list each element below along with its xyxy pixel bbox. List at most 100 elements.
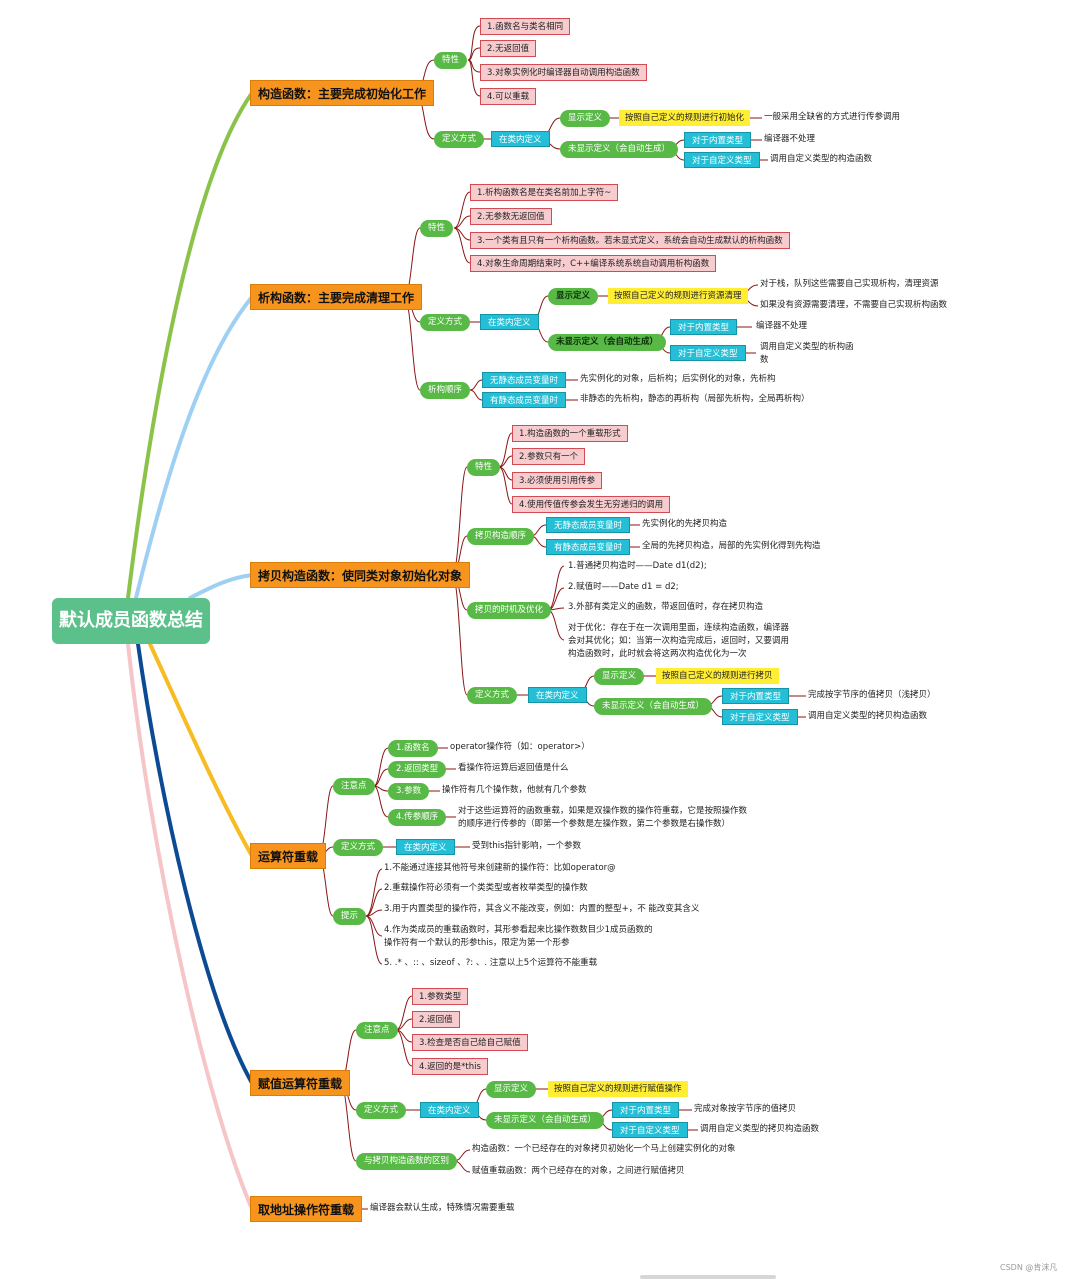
- s2-builtin-note: 编译器不处理: [756, 321, 808, 331]
- s1-explicit: 显示定义: [560, 110, 611, 127]
- s3-implicit: 未显示定义（会自动生成）: [594, 698, 713, 715]
- s2-order-node: 析构顺序: [420, 382, 471, 399]
- s3-feature-node: 特性: [467, 459, 501, 476]
- s2-in-class: 在类内定义: [480, 314, 539, 330]
- s1-feature-2: 2.无返回值: [480, 40, 537, 57]
- s2-explicit-note-1: 对于栈，队列这些需要自己实现析构，清理资源: [760, 279, 939, 289]
- s5-builtin-note: 完成对象按字节序的值拷贝: [694, 1104, 797, 1114]
- s3-explicit-rule: 按照自己定义的规则进行拷贝: [656, 668, 779, 684]
- s4-hint-4b: 操作符有一个默认的形参this，限定为第一个形参: [384, 938, 570, 948]
- s4-in-class-note: 受到this指针影响，一个参数: [472, 841, 582, 851]
- s1-builtin-note: 编译器不处理: [764, 134, 816, 144]
- s4-note-4-text-2: 的顺序进行传参的（即第一个参数是左操作数，第二个参数是右操作数）: [458, 819, 731, 829]
- s2-feature-3: 3.一个类有且只有一个析构函数。若未显式定义，系统会自动生成默认的析构函数: [470, 232, 790, 249]
- s3-order-b-note: 全局的先拷贝构造，局部的先实例化得到先构造: [642, 541, 821, 551]
- s4-note-1: 1.函数名: [388, 740, 438, 757]
- s5-note-2: 2.返回值: [412, 1011, 460, 1028]
- s4-hint-2: 2.重载操作符必须有一个类类型或者枚举类型的操作数: [384, 883, 588, 893]
- s3-timing-1: 1.普通拷贝构造时——Date d1(d2);: [568, 561, 707, 571]
- s3-builtin-type: 对于内置类型: [722, 688, 790, 704]
- s5-implicit: 未显示定义（会自动生成）: [486, 1112, 605, 1129]
- s3-definition-node: 定义方式: [467, 687, 518, 704]
- root-node: 默认成员函数总结: [52, 598, 210, 644]
- s5-notes-node: 注意点: [356, 1022, 398, 1039]
- s6-note: 编译器会默认生成，特殊情况需要重载: [370, 1203, 515, 1213]
- s3-order-node: 拷贝构造顺序: [467, 528, 535, 545]
- s3-explicit: 显示定义: [594, 668, 645, 685]
- section-destructor: 析构函数：主要完成清理工作: [250, 284, 423, 310]
- s3-order-a-note: 先实例化的先拷贝构造: [642, 519, 728, 529]
- s2-feature-1: 1.析构函数名是在类名前加上字符~: [470, 184, 619, 201]
- s1-custom-type: 对于自定义类型: [684, 152, 760, 168]
- s2-order-a-note: 先实例化的对象，后析构；后实例化的对象，先析构: [580, 374, 776, 384]
- s1-feature-node: 特性: [434, 52, 468, 69]
- s1-in-class: 在类内定义: [491, 131, 550, 147]
- s1-feature-4: 4.可以重载: [480, 88, 537, 105]
- s2-explicit-rule: 按照自己定义的规则进行资源清理: [608, 288, 748, 304]
- s5-note-4: 4.返回的是*this: [412, 1058, 488, 1075]
- s3-in-class: 在类内定义: [528, 687, 587, 703]
- s5-builtin-type: 对于内置类型: [612, 1102, 680, 1118]
- s2-feature-node: 特性: [420, 220, 454, 237]
- watermark: CSDN @肯沫凡: [1000, 1263, 1058, 1272]
- s5-difference-node: 与拷贝构造函数的区别: [356, 1153, 458, 1170]
- s3-timing-node: 拷贝的时机及优化: [467, 602, 552, 619]
- s3-timing-2: 2.赋值时——Date d1 = d2;: [568, 582, 679, 592]
- s4-in-class: 在类内定义: [396, 839, 455, 855]
- s4-note-2-text: 看操作符运算后返回值是什么: [458, 763, 569, 773]
- s5-explicit-rule: 按照自己定义的规则进行赋值操作: [548, 1081, 688, 1097]
- section-assignment-overload: 赋值运算符重载: [250, 1070, 351, 1096]
- s2-order-b: 有静态成员变量时: [482, 392, 567, 408]
- s1-explicit-rule: 按照自己定义的规则进行初始化: [619, 110, 751, 126]
- s2-builtin-type: 对于内置类型: [670, 319, 738, 335]
- s3-custom-note: 调用自定义类型的拷贝构造函数: [808, 711, 928, 721]
- s3-order-a: 无静态成员变量时: [546, 517, 631, 533]
- s1-definition-node: 定义方式: [434, 131, 485, 148]
- s4-hint-4a: 4.作为类成员的重载函数时，其形参看起来比操作数数目少1成员函数的: [384, 925, 653, 935]
- s1-implicit: 未显示定义（会自动生成）: [560, 141, 679, 158]
- s5-custom-note: 调用自定义类型的拷贝构造函数: [700, 1124, 820, 1134]
- s2-order-a: 无静态成员变量时: [482, 372, 567, 388]
- s5-difference-b: 赋值重载函数：两个已经存在的对象，之间进行赋值拷贝: [472, 1166, 685, 1176]
- s2-implicit: 未显示定义（会自动生成）: [548, 334, 667, 351]
- scrollbar[interactable]: [640, 1275, 776, 1279]
- s2-explicit-note-2: 如果没有资源需要清理，不需要自己实现析构函数: [760, 300, 948, 310]
- s5-in-class: 在类内定义: [420, 1102, 479, 1118]
- s3-feature-2: 2.参数只有一个: [512, 448, 586, 465]
- s4-hint-3: 3.用于内置类型的操作符，其含义不能改变，例如：内置的整型+，不 能改变其含义: [384, 904, 700, 914]
- s3-feature-4: 4.使用传值传参会发生无穷递归的调用: [512, 496, 671, 513]
- s2-custom-note-1: 调用自定义类型的析构函: [760, 342, 854, 352]
- s1-custom-note: 调用自定义类型的构造函数: [770, 154, 873, 164]
- s1-feature-3: 3.对象实例化时编译器自动调用构造函数: [480, 64, 647, 81]
- s5-difference-a: 构造函数：一个已经存在的对象拷贝初始化一个马上创建实例化的对象: [472, 1144, 736, 1154]
- s4-hint-5: 5. .* 、:: 、sizeof 、?: 、. 注意以上5个运算符不能重载: [384, 958, 598, 968]
- s5-custom-type: 对于自定义类型: [612, 1122, 688, 1138]
- s5-definition-node: 定义方式: [356, 1102, 407, 1119]
- s3-feature-3: 3.必须使用引用传参: [512, 472, 603, 489]
- s4-hint-1: 1.不能通过连接其他符号来创建新的操作符：比如operator@: [384, 863, 616, 873]
- s2-explicit: 显示定义: [548, 288, 599, 305]
- s3-custom-type: 对于自定义类型: [722, 709, 798, 725]
- s3-optimize-3: 构造函数时，此时就会将这两次构造优化为一次: [568, 649, 747, 659]
- s5-note-1: 1.参数类型: [412, 988, 469, 1005]
- s5-note-3: 3.检查是否自己给自己赋值: [412, 1034, 528, 1051]
- s4-note-4: 4.传参顺序: [388, 809, 447, 826]
- s4-note-3-text: 操作符有几个操作数，他就有几个参数: [442, 785, 587, 795]
- s4-note-1-text: operator操作符（如：operator>）: [450, 742, 590, 752]
- s4-hint-node: 提示: [333, 908, 367, 925]
- s1-feature-1: 1.函数名与类名相同: [480, 18, 571, 35]
- section-address-of-overload: 取地址操作符重载: [250, 1196, 363, 1222]
- s5-explicit: 显示定义: [486, 1081, 537, 1098]
- s1-builtin-type: 对于内置类型: [684, 132, 752, 148]
- s3-optimize-2: 会对其优化；如：当第一次构造完成后，返回时，又要调用: [568, 636, 790, 646]
- s4-note-2: 2.返回类型: [388, 761, 447, 778]
- section-constructor: 构造函数：主要完成初始化工作: [250, 80, 435, 106]
- s4-note-3: 3.参数: [388, 783, 430, 800]
- section-operator-overload: 运算符重载: [250, 843, 327, 869]
- s2-order-b-note: 非静态的先析构，静态的再析构（局部先析构，全局再析构）: [580, 394, 810, 404]
- s2-feature-4: 4.对象生命周期结束时，C++编译系统系统自动调用析构函数: [470, 255, 717, 272]
- s3-timing-3: 3.外部有类定义的函数，带返回值时，存在拷贝构造: [568, 602, 764, 612]
- s3-feature-1: 1.构造函数的一个重载形式: [512, 425, 628, 442]
- s2-custom-note-2: 数: [760, 355, 769, 365]
